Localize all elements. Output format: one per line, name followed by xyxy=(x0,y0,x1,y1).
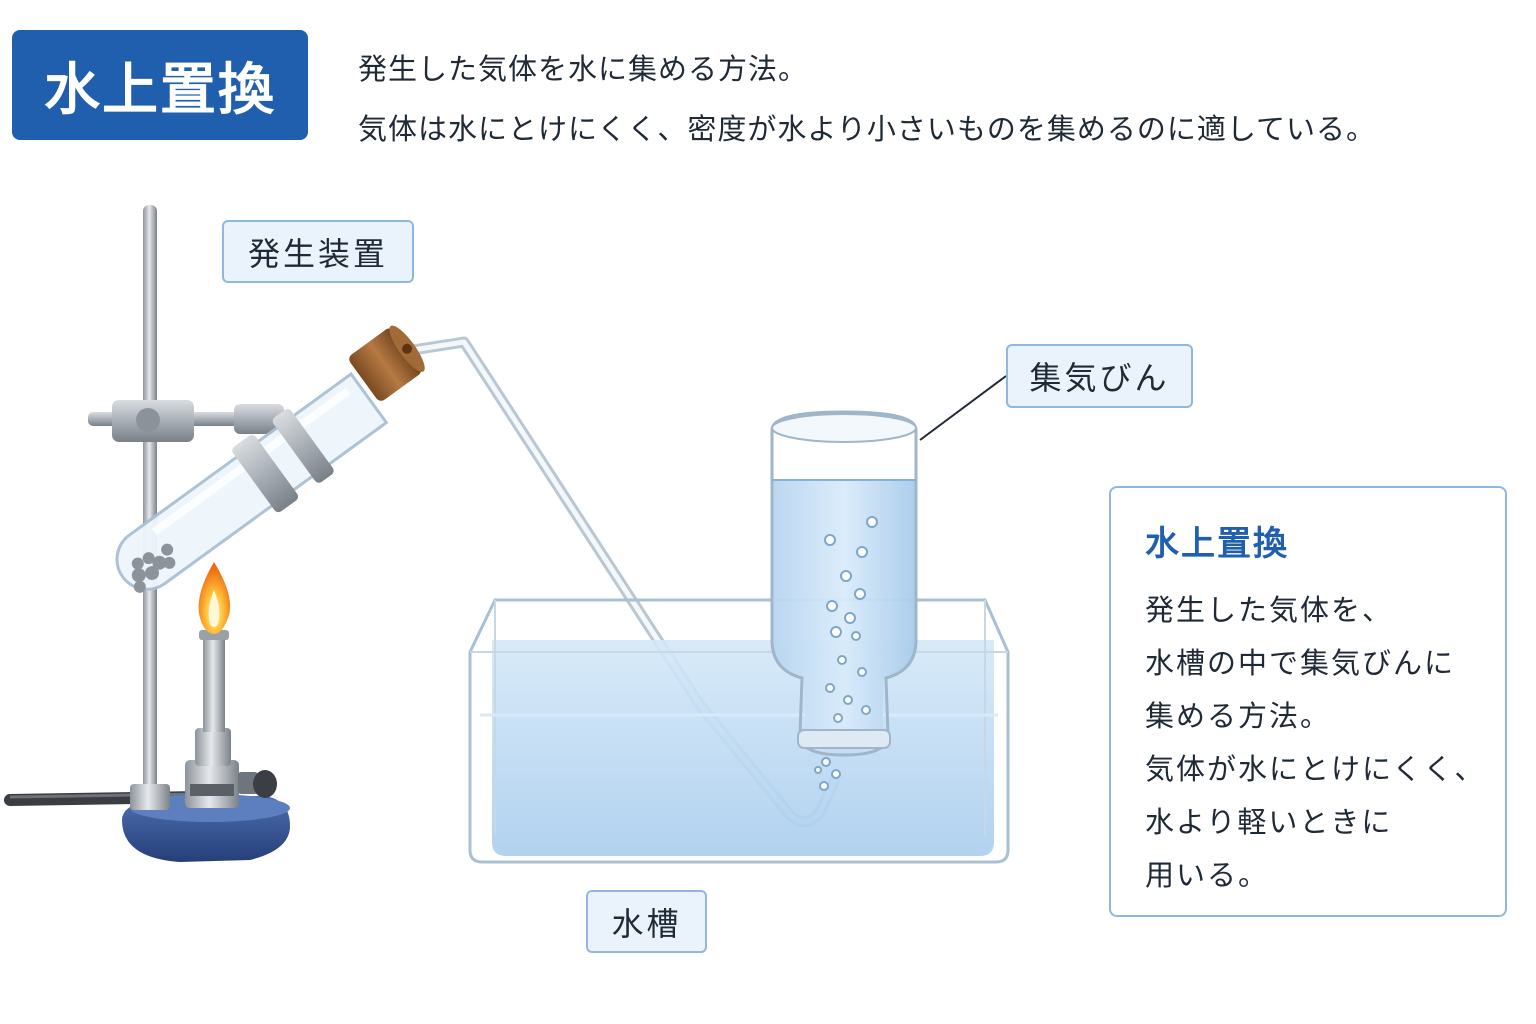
label-collection-jar-text: 集気びん xyxy=(1029,359,1170,397)
info-line: 水槽の中で集気びんに xyxy=(1145,646,1456,680)
info-line: 発生した気体を、 xyxy=(1145,593,1394,627)
ring-stand-icon xyxy=(88,205,288,810)
rubber-stopper-icon xyxy=(349,325,425,401)
bubbles-icon xyxy=(814,516,878,791)
label-collection-jar: 集気びん xyxy=(1006,344,1193,408)
test-tube-icon xyxy=(115,371,389,593)
info-line: 水より軽いときに xyxy=(1145,805,1393,839)
jar-leader-line xyxy=(919,375,1007,441)
flame-icon xyxy=(198,562,231,634)
intro-line-1: 発生した気体を水に集める方法。 xyxy=(358,52,809,86)
burner-icon xyxy=(122,630,290,862)
collection-jar-icon xyxy=(770,410,918,757)
label-water-tank-text: 水槽 xyxy=(611,904,682,943)
label-water-tank: 水槽 xyxy=(586,890,707,953)
info-line: 気体が水にとけにくく、 xyxy=(1145,752,1486,786)
info-title: 水上置換 xyxy=(1145,524,1289,564)
info-panel: 水上置換 発生した気体を、 水槽の中で集気びんに 集める方法。 気体が水にとけに… xyxy=(1109,486,1507,917)
info-lines: 発生した気体を、 水槽の中で集気びんに 集める方法。 気体が水にとけにくく、 水… xyxy=(1145,584,1485,902)
granules xyxy=(131,543,176,593)
water-tank-icon xyxy=(468,598,1010,864)
info-line: 集める方法。 xyxy=(1145,699,1332,733)
page-title: 水上置換 xyxy=(44,57,276,123)
label-generator-text: 発生装置 xyxy=(247,234,388,273)
info-line: 用いる。 xyxy=(1145,858,1270,892)
title-badge: 水上置換 xyxy=(12,30,308,140)
label-generator: 発生装置 xyxy=(222,220,414,283)
intro-line-2: 気体は水にとけにくく、密度が水より小さいものを集めるのに適している。 xyxy=(358,112,1376,146)
